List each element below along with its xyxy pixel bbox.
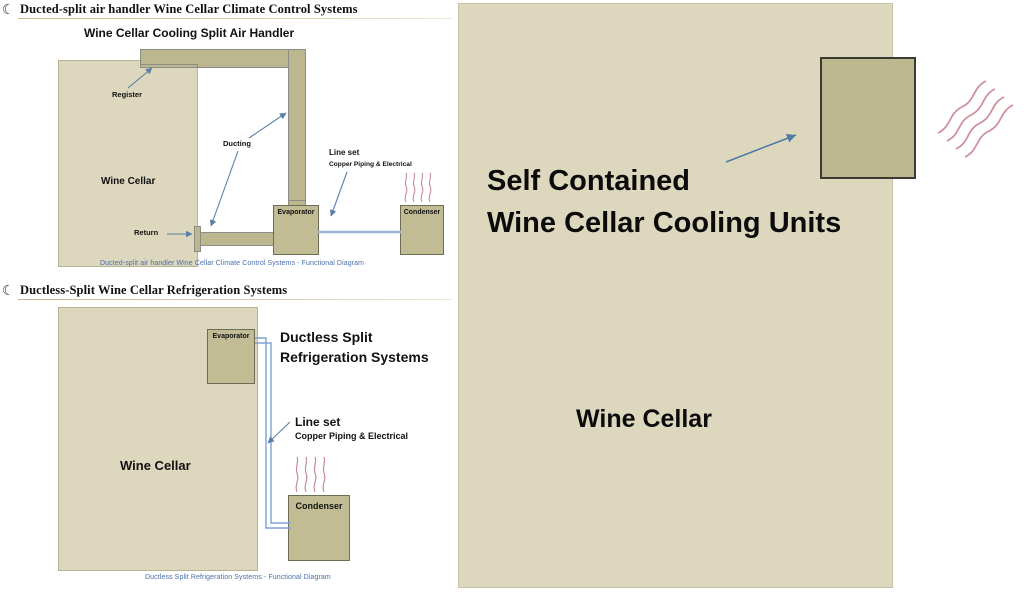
diagram-ductless-split: Wine Cellar Evaporator Condenser Ductles… — [0, 300, 452, 595]
lineset-arrow — [267, 421, 291, 444]
condenser-label: Condenser — [403, 209, 441, 216]
condenser-unit: Condenser — [288, 495, 350, 561]
lineset-title-note: Line set — [329, 148, 360, 157]
section-header-ducted-split: ☾ Ducted-split air handler Wine Cellar C… — [0, 2, 452, 20]
evaporator-unit: Evaporator — [207, 329, 255, 384]
condenser-label: Condenser — [295, 501, 343, 511]
lineset-sub-note: Copper Piping & Electrical — [295, 431, 409, 441]
diagram1-heading: Wine Cellar Cooling Split Air Handler — [84, 26, 295, 40]
wine-cellar-room — [58, 60, 198, 267]
section-title: Ducted-split air handler Wine Cellar Cli… — [20, 2, 358, 16]
evaporator-label: Evaporator — [277, 209, 315, 216]
header-divider — [18, 18, 452, 19]
diagram1-caption: Ducted-split air handler Wine Cellar Cli… — [100, 260, 365, 267]
section-header-ductless-split: ☾ Ductless-Split Wine Cellar Refrigerati… — [0, 283, 452, 301]
return-note: Return — [134, 228, 159, 237]
ductless-title-line2: Refrigeration Systems — [280, 349, 429, 365]
section-title: Ductless-Split Wine Cellar Refrigeration… — [20, 283, 288, 297]
self-contained-title-line2: Wine Cellar Cooling Units — [487, 207, 842, 239]
crescent-moon-icon: ☾ — [2, 2, 15, 18]
wine-cellar-label: Wine Cellar — [120, 458, 191, 473]
register-stub — [140, 64, 198, 68]
diagram-ducted-split: Wine Cellar Cooling Split Air Handler Wi… — [0, 20, 452, 275]
condenser-unit: Condenser — [400, 205, 444, 255]
register-note: Register — [112, 90, 143, 99]
return-grille — [194, 226, 201, 252]
heat-waves-icon — [937, 80, 1014, 158]
lineset-title-note: Line set — [295, 415, 341, 429]
evaporator-label: Evaporator — [212, 333, 250, 340]
wine-cellar-label: Wine Cellar — [101, 176, 156, 187]
copper-line-set — [255, 337, 291, 529]
heat-waves-icon — [295, 456, 326, 493]
self-contained-title-line1: Self Contained — [487, 165, 691, 197]
header-divider — [18, 299, 452, 300]
ductless-title-line1: Ductless Split — [280, 329, 373, 345]
ducting-arrow-up — [248, 112, 287, 139]
heat-waves-icon — [404, 172, 432, 203]
diagram2-caption: Ductless Split Refrigeration Systems - F… — [145, 574, 331, 581]
lineset-sub-note: Copper Piping & Electrical — [329, 161, 412, 168]
self-contained-title: Self Contained Wine Cellar Cooling Units — [487, 160, 841, 244]
ducting-arrow-down — [209, 150, 239, 227]
crescent-moon-icon: ☾ — [2, 283, 15, 299]
ducting-note: Ducting — [223, 139, 251, 148]
evaporator-unit: Evaporator — [273, 205, 319, 255]
right-panel-cellar-label: Wine Cellar — [576, 405, 712, 433]
self-contained-cooling-unit — [820, 57, 916, 179]
lineset-arrow — [329, 171, 348, 217]
